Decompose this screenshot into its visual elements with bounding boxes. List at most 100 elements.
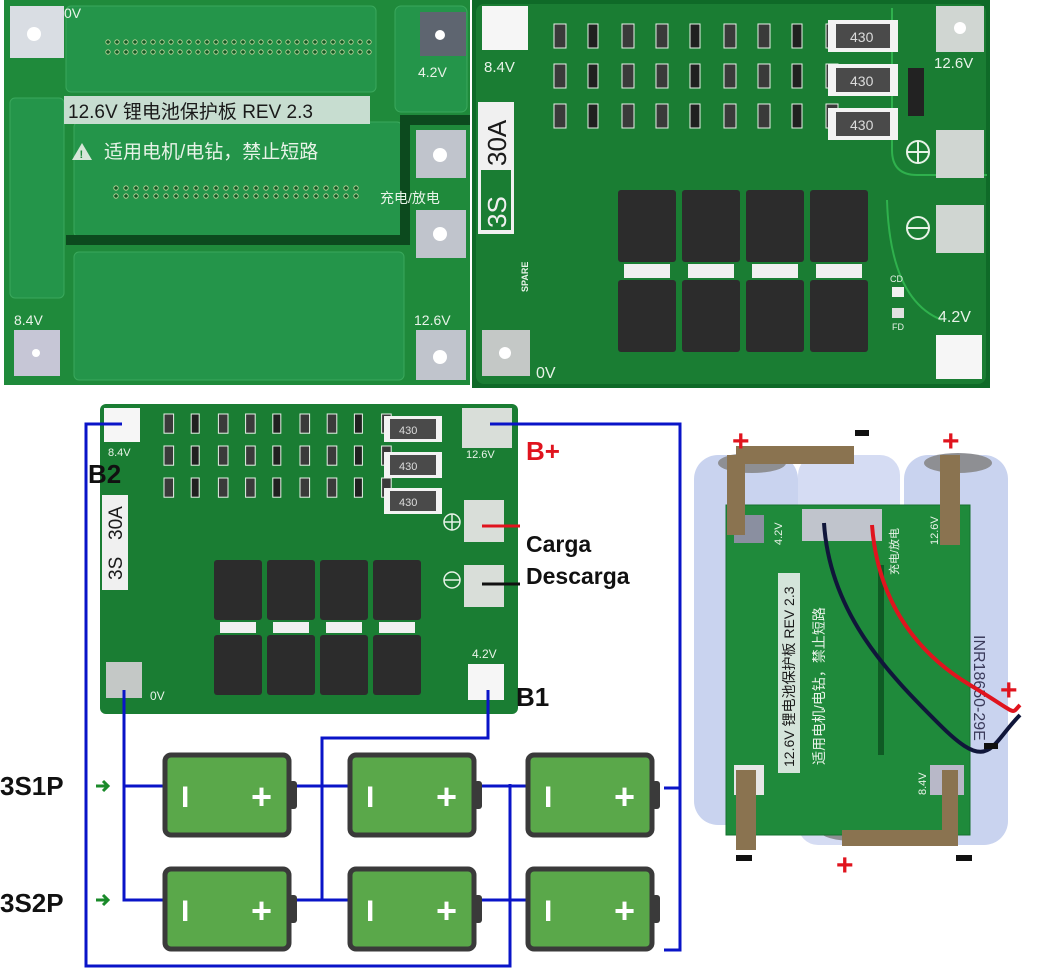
led-label-cd: CD bbox=[890, 274, 903, 284]
via bbox=[233, 185, 239, 191]
smd-part bbox=[163, 477, 175, 498]
via bbox=[159, 39, 165, 45]
via bbox=[113, 193, 119, 199]
smd-part bbox=[655, 23, 669, 49]
board-title-silk: 12.6V 锂电池保护板 REV 2.3 bbox=[68, 101, 313, 123]
via bbox=[233, 193, 239, 199]
mosfet bbox=[618, 190, 676, 262]
mosfet bbox=[320, 560, 368, 620]
via bbox=[123, 193, 129, 199]
via bbox=[123, 185, 129, 191]
label-4-2v: 4.2V bbox=[418, 64, 447, 80]
battery-terminal bbox=[474, 895, 482, 923]
via bbox=[203, 185, 209, 191]
polarity-bottom-middle: + bbox=[836, 849, 854, 882]
via bbox=[273, 185, 279, 191]
via bbox=[177, 49, 183, 55]
resistor-code: 430 bbox=[850, 29, 874, 45]
wires bbox=[84, 422, 682, 968]
battery-cell: I+ bbox=[525, 752, 660, 838]
warning-silk: 适用电机/电钻，禁止短路 bbox=[811, 607, 827, 765]
via bbox=[163, 193, 169, 199]
via bbox=[213, 49, 219, 55]
label-0v: 0V bbox=[64, 5, 82, 21]
pad-hole bbox=[435, 30, 445, 40]
wire-label-black bbox=[984, 743, 998, 749]
copper-region bbox=[65, 5, 377, 93]
minus-polarity-icon bbox=[443, 571, 461, 589]
led-label-fd: FD bbox=[892, 322, 904, 332]
via bbox=[249, 49, 255, 55]
battery-cell: I+ bbox=[162, 866, 297, 952]
smd-part bbox=[553, 63, 567, 89]
label-8-4v: 8.4V bbox=[108, 447, 131, 459]
smd-part bbox=[791, 23, 803, 49]
wire-b-plus-row2 bbox=[664, 788, 682, 952]
battery-terminal bbox=[652, 895, 660, 923]
smd-part bbox=[163, 445, 175, 466]
via bbox=[105, 49, 111, 55]
mosfet bbox=[267, 560, 315, 620]
resistor-code: 430 bbox=[850, 73, 874, 89]
mosfet-tab bbox=[688, 264, 734, 272]
led-fd bbox=[892, 308, 904, 318]
via bbox=[168, 49, 174, 55]
trace bbox=[886, 199, 943, 321]
mosfet-tab bbox=[752, 264, 798, 272]
polarity-top-left: + bbox=[732, 425, 750, 458]
battery-plus-symbol: + bbox=[436, 890, 457, 931]
label-8-4v: 8.4V bbox=[917, 772, 929, 795]
via bbox=[150, 49, 156, 55]
via bbox=[353, 185, 359, 191]
model-silk-30a: 30A bbox=[106, 506, 127, 540]
via bbox=[357, 49, 363, 55]
via bbox=[243, 185, 249, 191]
via bbox=[240, 39, 246, 45]
smd-part bbox=[791, 103, 803, 129]
smd-part bbox=[689, 103, 701, 129]
battery-plus-symbol: + bbox=[251, 776, 272, 817]
assembly-photo: 12.6V 锂电池保护板 REV 2.3 适用电机/电钻，禁止短路 4.2V 1… bbox=[694, 425, 1022, 882]
via bbox=[303, 185, 309, 191]
label-charge: Carga bbox=[526, 531, 591, 557]
label-4-2v: 4.2V bbox=[472, 647, 497, 661]
via bbox=[312, 39, 318, 45]
battery-terminal bbox=[289, 781, 297, 809]
battery-plus-symbol: + bbox=[614, 890, 635, 931]
via bbox=[323, 185, 329, 191]
label-0v: 0V bbox=[150, 689, 165, 703]
via bbox=[193, 185, 199, 191]
model-label-3s-bg bbox=[481, 170, 511, 230]
smd-part bbox=[553, 103, 567, 129]
via bbox=[231, 39, 237, 45]
pad-minus bbox=[936, 205, 984, 253]
via bbox=[339, 39, 345, 45]
via bbox=[283, 185, 289, 191]
led-cd bbox=[892, 287, 904, 297]
label-8-4v: 8.4V bbox=[14, 312, 43, 328]
via bbox=[222, 39, 228, 45]
model-silk-3s: 3S bbox=[106, 557, 127, 580]
pad-hole bbox=[433, 227, 447, 241]
via bbox=[150, 39, 156, 45]
diode bbox=[908, 68, 924, 116]
mosfet bbox=[810, 190, 868, 262]
mosfet-tab bbox=[688, 270, 734, 278]
smd-part bbox=[299, 445, 311, 466]
via bbox=[357, 39, 363, 45]
battery-cell: I+ bbox=[525, 866, 660, 952]
smd-part bbox=[245, 445, 256, 466]
battery-minus-symbol: I bbox=[366, 895, 374, 928]
mosfet-tab bbox=[624, 270, 670, 278]
smd-part bbox=[217, 477, 229, 498]
battery-plus-symbol: + bbox=[614, 776, 635, 817]
smd-part bbox=[272, 445, 282, 466]
copper-region bbox=[9, 97, 65, 299]
smd-part bbox=[326, 413, 338, 434]
via bbox=[113, 185, 119, 191]
via bbox=[204, 49, 210, 55]
smd-part bbox=[553, 23, 567, 49]
nickel-strip-top bbox=[727, 446, 854, 535]
nickel-strip-bottom bbox=[842, 770, 958, 846]
battery-plus-symbol: + bbox=[436, 776, 457, 817]
